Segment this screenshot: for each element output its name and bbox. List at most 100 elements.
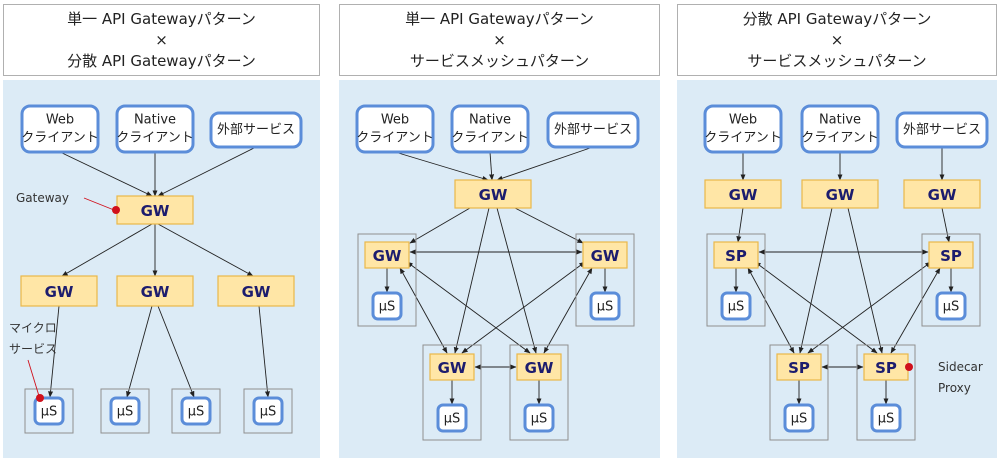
- p1-service-group-3: [171, 388, 221, 434]
- gateway-annotation-dot: [112, 206, 120, 214]
- p2-gw-tr: [582, 241, 628, 269]
- p1-gw-left-label: GW: [45, 283, 74, 301]
- p2-microservice-tr-label: µS: [597, 300, 614, 315]
- panel-2-title-line3: サービスメッシュパターン: [409, 51, 590, 70]
- p2-gw-br-label: GW: [525, 359, 554, 377]
- microservice-annotation-leader: [27, 359, 40, 397]
- p1-microservice-3: [180, 396, 212, 426]
- p2-microservice-tr: [589, 291, 621, 321]
- p2-microservice-tl: [371, 291, 403, 321]
- p2-web-client: [355, 104, 435, 154]
- p3-external-service-label: 外部サービス: [903, 123, 981, 138]
- panel-1-title-line1: 単一 API Gatewayパターン: [67, 9, 256, 28]
- p3-sp-br: [863, 353, 909, 381]
- panel-1-title: 単一 API Gatewayパターン × 分散 API Gatewayパターン: [3, 4, 320, 76]
- p2-microservice-bl-label: µS: [444, 412, 461, 427]
- p2-edge-ext-gw: [496, 146, 594, 181]
- p3-group-tl: [706, 233, 766, 327]
- p1-native-client-label-line2: クライアント: [116, 131, 193, 146]
- panel-3-title-line2: ×: [830, 30, 844, 49]
- panel-1-title-line3: 分散 API Gatewayパターン: [67, 51, 256, 70]
- p3-sp-bl-label: SP: [788, 359, 810, 377]
- p3-microservice-tl-label: µS: [728, 300, 745, 315]
- panel-3-title: 分散 API Gatewayパターン × サービスメッシュパターン: [677, 4, 997, 76]
- microservice-annotation-line2: サービス: [9, 342, 57, 356]
- p1-microservice-2: [109, 396, 141, 426]
- p2-gateway-label: GW: [479, 186, 508, 204]
- p3-edge-gw-tl: [736, 207, 744, 243]
- panel-3-title-line3: サービスメッシュパターン: [747, 51, 927, 70]
- p3-group-br: [856, 344, 916, 441]
- gateway-annotation-leader: [83, 197, 115, 211]
- p2-gw-bl-label: GW: [438, 359, 467, 377]
- p3-group-tr: [921, 233, 981, 327]
- p3-microservice-bl-label: µS: [791, 412, 808, 427]
- p2-edge-tr-bl: [461, 261, 586, 354]
- p3-web-client-label-line1: Web: [729, 113, 757, 128]
- p2-edge-gw-br: [496, 207, 537, 354]
- p1-external-service: [209, 111, 303, 149]
- p1-edge-web-gw: [59, 151, 153, 197]
- p3-web-client: [703, 104, 783, 154]
- panel-2-title-line2: ×: [493, 30, 506, 49]
- p3-microservice-br-label: µS: [878, 412, 895, 427]
- sidecar-annotation-line2: Proxy: [938, 381, 971, 395]
- p2-edge-gw-tr: [514, 207, 584, 244]
- p2-gateway: [454, 179, 532, 209]
- p2-external-service-label: 外部サービス: [554, 123, 632, 138]
- p3-edge-gw-tr: [941, 207, 951, 243]
- microservice-annotation-dot: [36, 394, 44, 402]
- p3-sp-tr: [928, 241, 974, 269]
- p3-gw-web: [704, 179, 782, 209]
- microservice-annotation-line1: マイクロ: [9, 321, 57, 335]
- p2-native-client-label-line2: クライアント: [451, 131, 528, 146]
- p2-edge-web-gw: [394, 151, 489, 181]
- p2-web-client-label-line2: クライアント: [356, 131, 433, 146]
- p1-gw-right-label: GW: [242, 283, 271, 301]
- panel-1-title-line2: ×: [155, 30, 168, 49]
- p2-gw-tl-label: GW: [373, 247, 402, 265]
- p3-sp-tl-label: SP: [725, 247, 747, 265]
- p3-group-bl: [769, 344, 829, 441]
- p3-gw-external: [903, 179, 981, 209]
- p1-edge-gw-right: [157, 223, 254, 277]
- p2-gw-tl: [364, 241, 410, 269]
- p3-gw-external-label: GW: [928, 186, 957, 204]
- p1-native-client-label-line1: Native: [134, 113, 176, 128]
- p1-service-group-1: [24, 388, 74, 434]
- p2-native-client-label-line1: Native: [469, 113, 511, 128]
- sidecar-annotation-dot: [905, 363, 913, 371]
- p3-edge-tr-bl: [807, 261, 932, 354]
- p3-edge-tl-bl: [747, 267, 795, 354]
- panel-3-title-line1: 分散 API Gatewayパターン: [742, 9, 932, 28]
- p1-microservice-1: [33, 396, 65, 426]
- p3-edge-gw-bl: [798, 207, 833, 354]
- p3-edge-gw-br: [847, 207, 884, 354]
- gateway-annotation-label: Gateway: [16, 191, 69, 205]
- p1-external-service-label: 外部サービス: [217, 123, 295, 138]
- p3-native-client: [800, 104, 880, 154]
- panel-2-title-line1: 単一 API Gatewayパターン: [405, 9, 594, 28]
- p2-edge-gw-bl: [453, 207, 490, 354]
- p1-edge-left-ms1: [48, 305, 60, 398]
- p1-web-client-label-line1: Web: [46, 113, 74, 128]
- p2-microservice-bl: [436, 403, 468, 433]
- p3-gw-web-label: GW: [729, 186, 758, 204]
- p3-web-client-label-line2: クライアント: [704, 131, 781, 146]
- p1-gateway-label: GW: [141, 202, 170, 220]
- p1-gw-left: [20, 275, 98, 307]
- p2-web-client-label-line1: Web: [381, 113, 409, 128]
- p2-gw-bl: [429, 353, 475, 381]
- p2-edge-tl-br: [406, 261, 531, 354]
- p3-gw-native: [801, 179, 879, 209]
- p2-microservice-br: [523, 403, 555, 433]
- p1-web-client: [20, 104, 100, 154]
- edges-layer: [48, 146, 954, 405]
- p3-sp-tl: [713, 241, 759, 269]
- p1-edge-gw-left: [61, 223, 153, 277]
- p2-group-bl: [422, 344, 482, 441]
- p2-native-client: [450, 104, 530, 154]
- nodes-layer: Web クライアント Native クライアント 外部サービス GW GW GW GW µS µS µ…: [20, 104, 989, 441]
- panel-2-title: 単一 API Gatewayパターン × サービスメッシュパターン: [339, 4, 660, 76]
